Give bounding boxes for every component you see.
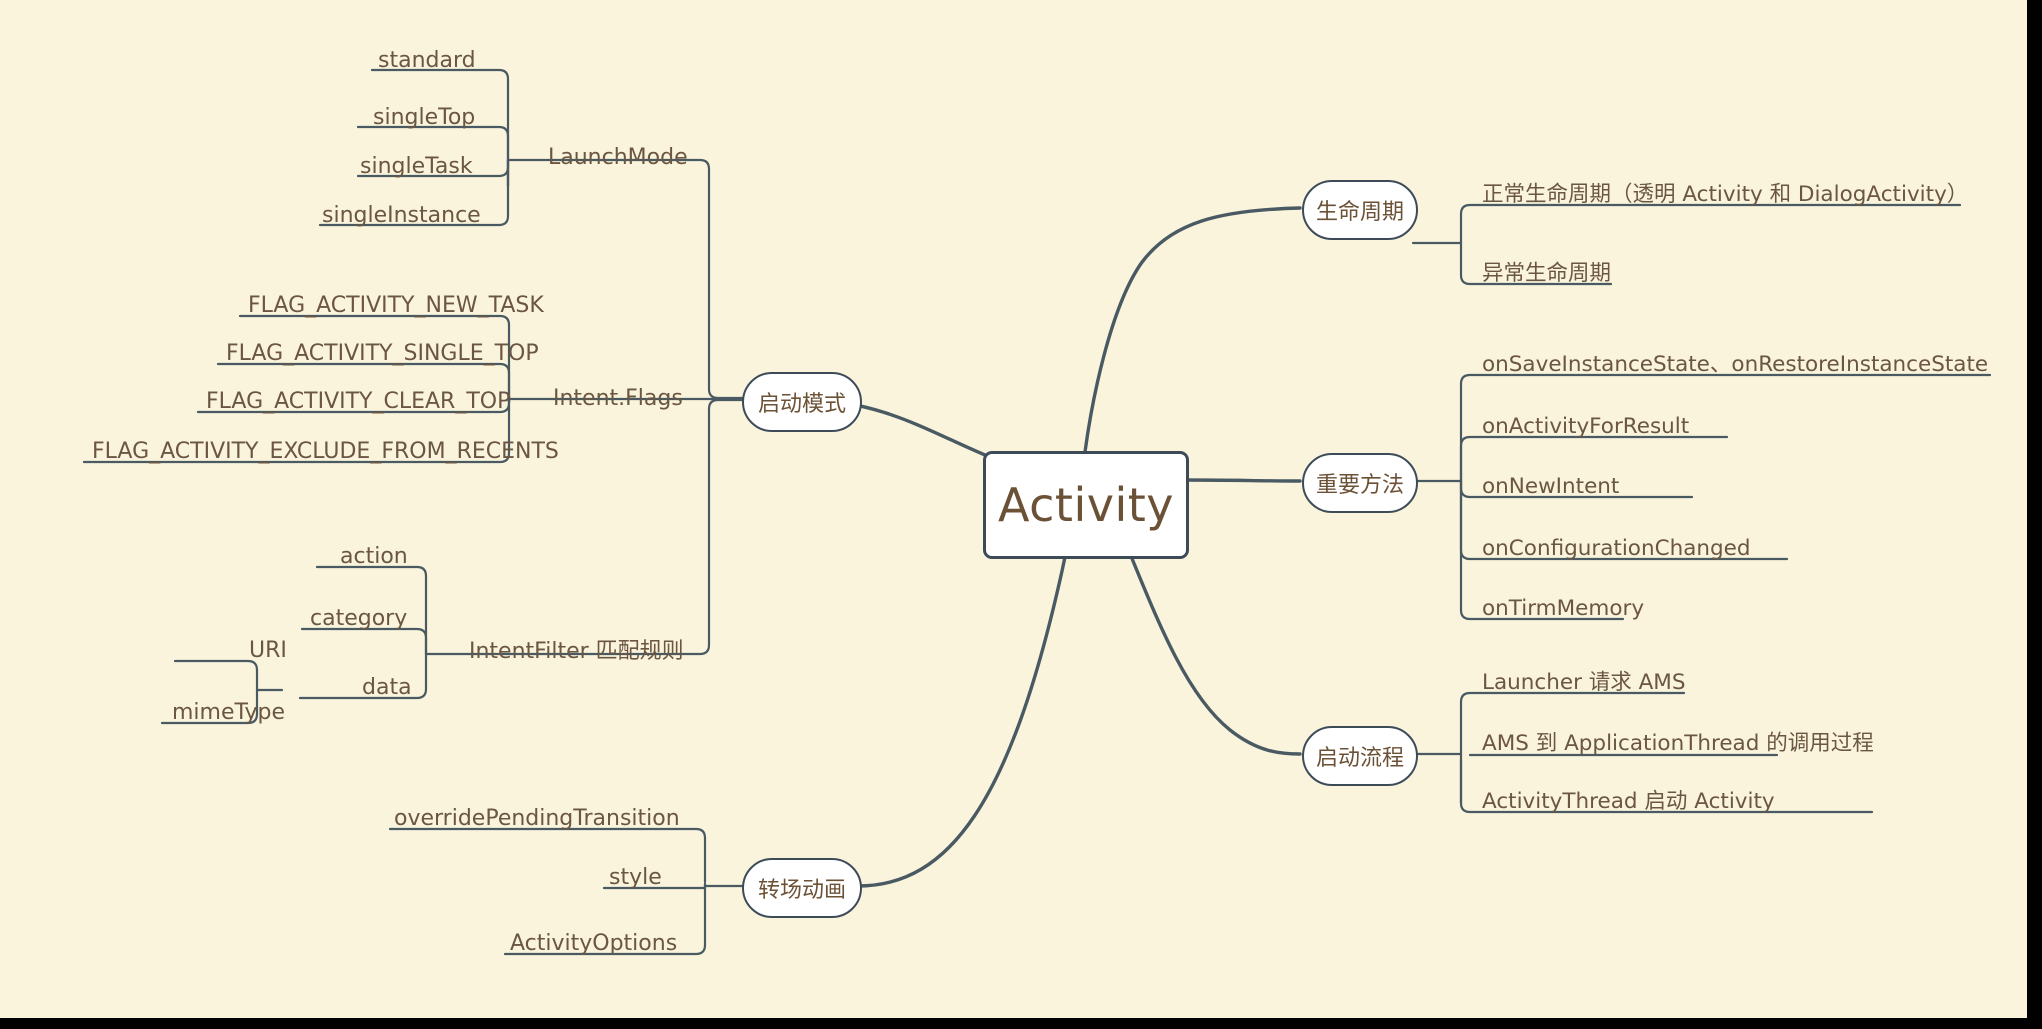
branch-node-startup-flow-label: 启动流程 xyxy=(1315,746,1404,771)
wire-launchmode-to-startmode xyxy=(506,158,744,400)
leaf-action[interactable]: action xyxy=(340,544,408,569)
leaf-ams-to-applicationthread[interactable]: AMS 到 ApplicationThread 的调用过程 xyxy=(1482,731,1874,756)
leaf-flag-clear-top[interactable]: FLAG_ACTIVITY_CLEAR_TOP xyxy=(206,389,511,414)
root-node-activity[interactable]: Activity xyxy=(983,451,1189,559)
leaf-uri[interactable]: URI xyxy=(249,638,287,663)
leaf-onconfigurationchanged[interactable]: onConfigurationChanged xyxy=(1482,536,1751,561)
leaf-normal-lifecycle[interactable]: 正常生命周期（透明 Activity 和 DialogActivity） xyxy=(1482,182,1969,207)
branch-node-transition[interactable]: 转场动画 xyxy=(742,858,862,918)
group-label-intentfilter[interactable]: IntentFilter 匹配规则 xyxy=(469,639,684,664)
leaf-category[interactable]: category xyxy=(310,606,408,631)
wire-root-to-lifecycle xyxy=(1083,206,1302,454)
branch-node-lifecycle[interactable]: 生命周期 xyxy=(1302,180,1418,240)
branch-node-transition-label: 转场动画 xyxy=(757,878,846,903)
root-node-label: Activity xyxy=(997,478,1175,532)
leaf-ontirmmemory[interactable]: onTirmMemory xyxy=(1482,596,1645,621)
leaf-standard[interactable]: standard xyxy=(378,48,476,73)
leaf-override-pending-transition[interactable]: overridePendingTransition xyxy=(394,806,680,831)
leaf-activity-options[interactable]: ActivityOptions xyxy=(510,931,678,956)
branch-node-methods-label: 重要方法 xyxy=(1315,473,1404,498)
wire-transition-to-root xyxy=(856,503,1077,888)
wire-intentfilter-bracket-2 xyxy=(300,627,428,656)
leaf-onsaveinstancestate[interactable]: onSaveInstanceState、onRestoreInstanceSta… xyxy=(1482,352,1989,377)
branch-node-launch-mode-label: 启动模式 xyxy=(757,392,846,417)
leaf-singletask[interactable]: singleTask xyxy=(360,154,473,179)
branch-node-launch-mode[interactable]: 启动模式 xyxy=(742,372,862,432)
leaf-flag-new-task[interactable]: FLAG_ACTIVITY_NEW_TASK xyxy=(248,293,544,318)
leaf-mimetype[interactable]: mimeType xyxy=(172,700,286,725)
wire-root-to-methods xyxy=(1183,478,1302,483)
branch-node-methods[interactable]: 重要方法 xyxy=(1302,453,1418,513)
leaf-style[interactable]: style xyxy=(609,865,662,890)
leaf-activitythread-start-activity[interactable]: ActivityThread 启动 Activity xyxy=(1482,789,1775,814)
branch-node-startup-flow[interactable]: 启动流程 xyxy=(1302,726,1418,786)
leaf-flag-exclude-from-recents[interactable]: FLAG_ACTIVITY_EXCLUDE_FROM_RECENTS xyxy=(92,439,559,464)
wire-data-bracket-uri xyxy=(173,659,259,692)
leaf-onnewintent[interactable]: onNewIntent xyxy=(1482,474,1620,499)
leaf-flag-single-top[interactable]: FLAG_ACTIVITY_SINGLE_TOP xyxy=(226,341,539,366)
leaf-singleinstance[interactable]: singleInstance xyxy=(322,203,481,228)
group-label-launchmode[interactable]: LaunchMode xyxy=(548,145,688,170)
leaf-onactivityforresult[interactable]: onActivityForResult xyxy=(1482,414,1690,439)
branch-node-lifecycle-label: 生命周期 xyxy=(1315,200,1404,225)
leaf-data[interactable]: data xyxy=(362,675,412,700)
leaf-singletop[interactable]: singleTop xyxy=(373,105,476,130)
group-label-intent-flags[interactable]: Intent.Flags xyxy=(553,386,683,411)
leaf-abnormal-lifecycle[interactable]: 异常生命周期 xyxy=(1482,261,1612,286)
leaf-launcher-request-ams[interactable]: Launcher 请求 AMS xyxy=(1482,670,1686,695)
wire-lifecycle-bracket-1 xyxy=(1459,203,1962,245)
